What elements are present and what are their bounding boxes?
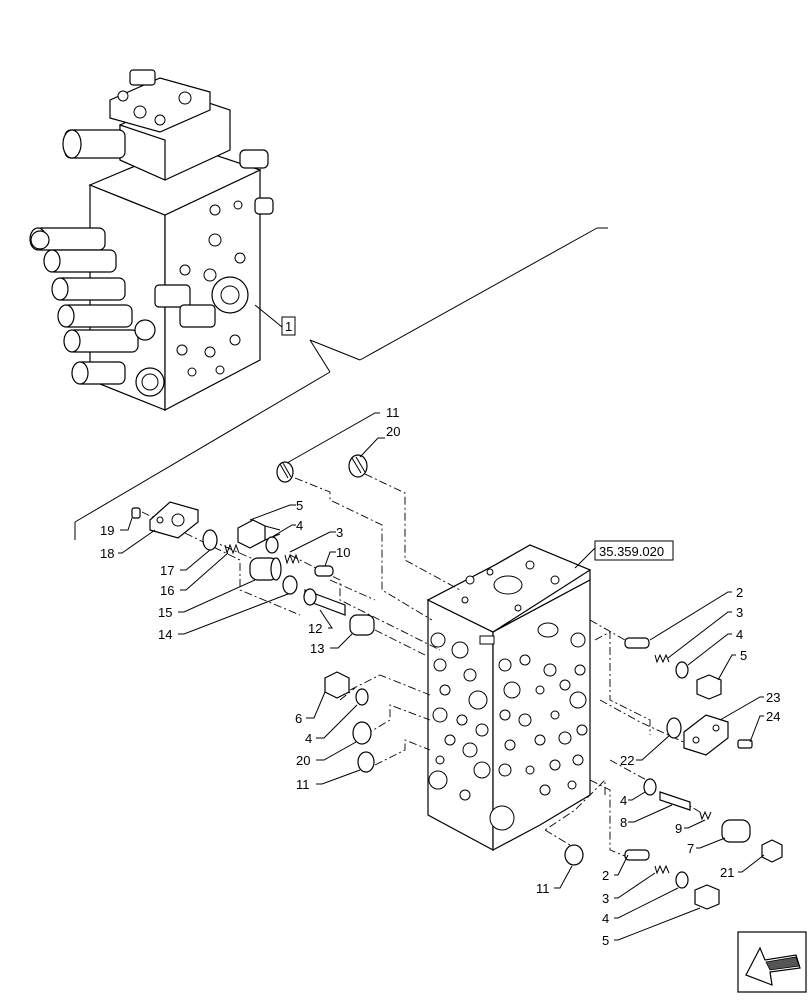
assembly-centerlines: [141, 473, 701, 861]
callout-4d: 4: [620, 793, 627, 808]
callout-4c: 4: [736, 627, 743, 642]
callout-5: 5: [296, 498, 303, 513]
assembly-callout-group: 1: [74, 227, 608, 540]
callout-24: 24: [766, 709, 780, 724]
callout-2b: 2: [602, 868, 609, 883]
callout-11c: 11: [536, 881, 550, 896]
callout-4e: 4: [602, 911, 609, 926]
callout-18: 18: [100, 546, 114, 561]
callout-4b: 4: [305, 731, 312, 746]
view-direction-arrow-icon[interactable]: [737, 931, 807, 993]
callout-12: 12: [308, 621, 322, 636]
assembly-callout-label: 1: [285, 319, 292, 334]
callout-13: 13: [310, 641, 324, 656]
callout-16: 16: [160, 583, 174, 598]
callout-6: 6: [295, 711, 302, 726]
callout-leaders: [118, 412, 765, 941]
callout-11b: 11: [296, 777, 310, 792]
callout-2: 2: [736, 585, 743, 600]
callout-17: 17: [160, 563, 174, 578]
callout-20: 20: [386, 424, 400, 439]
callout-3b: 3: [736, 605, 743, 620]
callout-10: 10: [336, 545, 350, 560]
callout-15: 15: [158, 605, 172, 620]
callout-14: 14: [158, 627, 172, 642]
callout-23: 23: [766, 690, 780, 705]
valve-assembly-overview: [29, 69, 274, 411]
callout-21: 21: [720, 865, 734, 880]
callout-7: 7: [687, 841, 694, 856]
callout-labels: 11 20 19 18 5 4 3 10 17 16 15 14 12 13 6…: [100, 405, 780, 948]
valve-block: [426, 544, 592, 852]
callout-3: 3: [336, 525, 343, 540]
callout-22: 22: [620, 753, 634, 768]
reference-code[interactable]: 35.359.020: [599, 544, 664, 559]
callout-3c: 3: [602, 891, 609, 906]
left-components: [131, 454, 375, 773]
callout-11: 11: [386, 405, 400, 420]
callout-5c: 5: [602, 933, 609, 948]
callout-8: 8: [620, 815, 627, 830]
right-components: [564, 637, 783, 910]
callout-9: 9: [675, 821, 682, 836]
reference-callout: 35.359.020: [574, 540, 674, 569]
callout-19: 19: [100, 523, 114, 538]
callout-5b: 5: [740, 648, 747, 663]
callout-4: 4: [296, 518, 303, 533]
callout-20b: 20: [296, 753, 310, 768]
